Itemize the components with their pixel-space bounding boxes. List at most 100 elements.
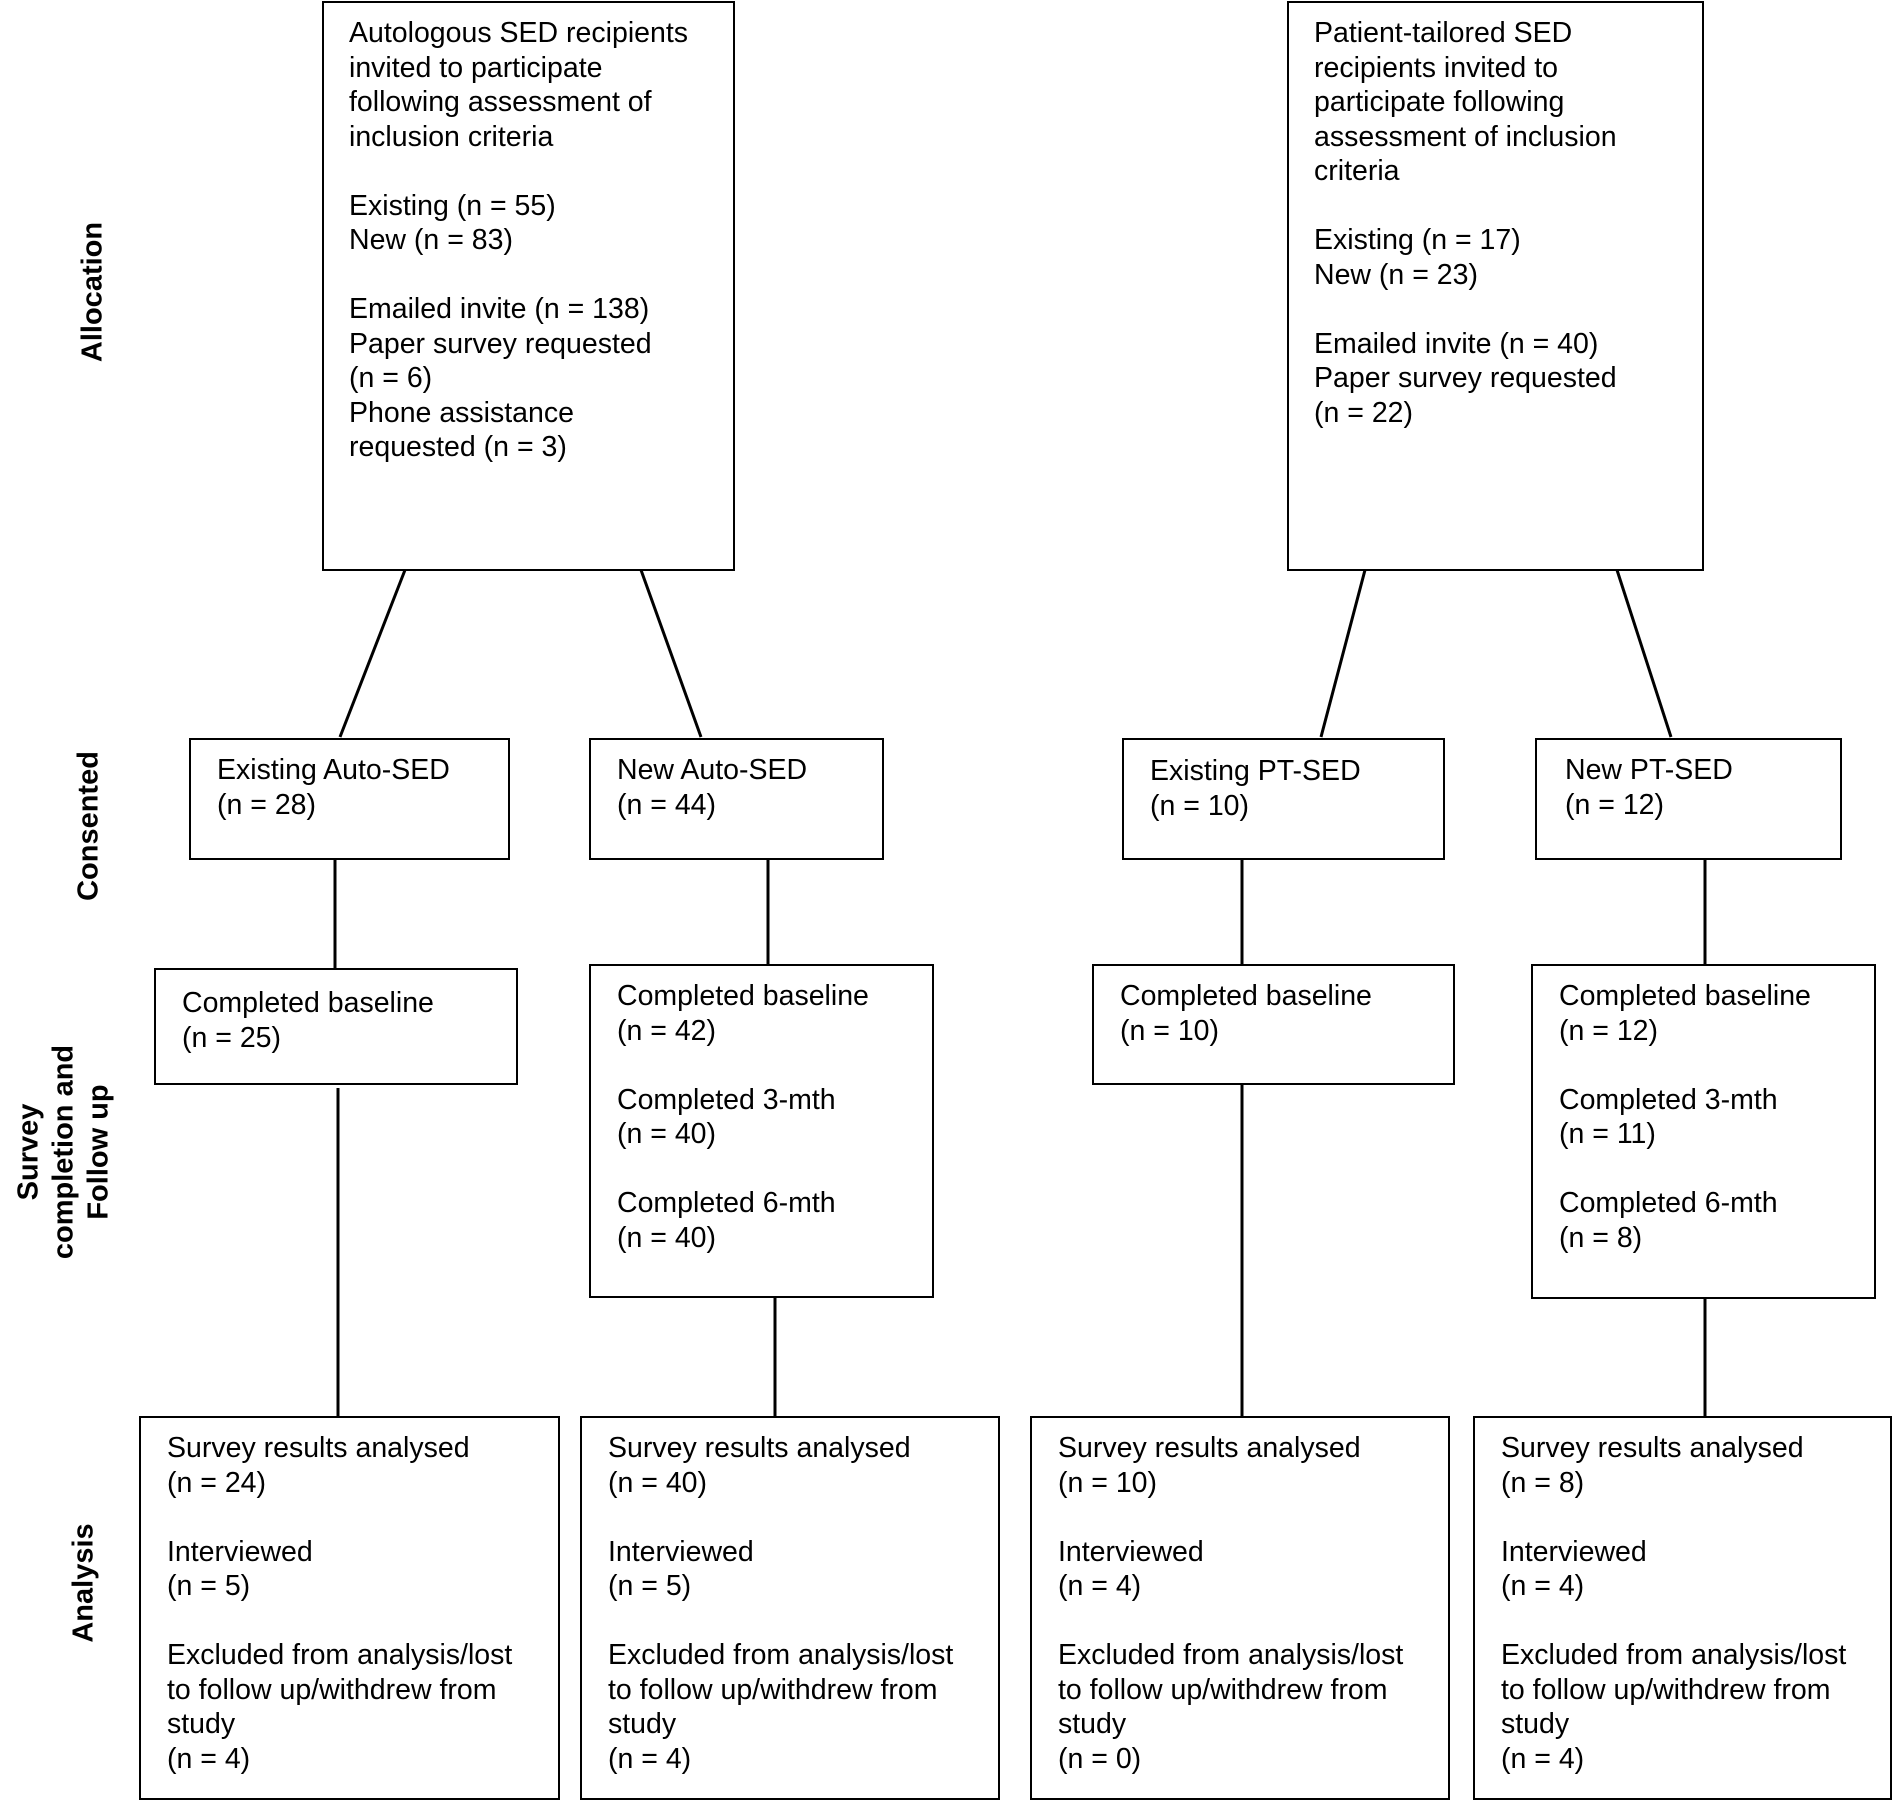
text-line: to follow up/withdrew from	[1058, 1673, 1388, 1706]
text-line: Excluded from analysis/lost	[167, 1639, 513, 1671]
text-paragraph: Emailed invite (n = 138)Paper survey req…	[349, 292, 733, 465]
stage-label-allocation: Allocation	[76, 222, 111, 362]
text-line: Survey results analysed	[1501, 1432, 1804, 1464]
text-line: (n = 6)	[349, 362, 433, 394]
text-paragraph: Completed baseline(n = 10)	[1120, 979, 1453, 1048]
analysis-box-new-pt-sed: Survey results analysed(n = 8)Interviewe…	[1473, 1416, 1892, 1800]
analysis-box-new-auto-sed: Survey results analysed(n = 40) Interview…	[580, 1416, 1000, 1800]
text-line: (n = 10)	[1150, 789, 1250, 822]
text-line: Existing (n = 17)	[1314, 224, 1521, 256]
text-line: Survey results analysed	[608, 1432, 911, 1464]
text-line: Autologous SED recipients	[349, 17, 689, 49]
text-line: recipients invited to	[1314, 51, 1558, 84]
text-paragraph: Completed 3-mth(n = 40)	[617, 1083, 932, 1152]
text-line: (n = 12)	[1559, 1014, 1659, 1047]
text-line: assessment of inclusion	[1314, 120, 1617, 153]
text-line: criteria	[1314, 155, 1400, 187]
text-line: (n = 8)	[1559, 1221, 1643, 1254]
consented-box-existing-auto-sed: Existing Auto-SED(n = 28)	[189, 738, 510, 860]
stage-label-line: completion and	[47, 1044, 80, 1260]
text-line: study	[1058, 1708, 1127, 1740]
stage-label-line: Follow up	[82, 1084, 115, 1220]
text-paragraph: Existing (n = 17)New (n = 23)	[1314, 223, 1702, 292]
text-line: (n = 4)	[608, 1742, 692, 1775]
text-line: (n = 11)	[1559, 1118, 1656, 1150]
text-line: study	[608, 1708, 677, 1740]
text-line: Completed baseline	[1120, 980, 1372, 1012]
stage-label-line: Survey	[12, 1103, 45, 1201]
text-line: Completed 3-mth	[617, 1083, 836, 1116]
analysis-box-existing-pt-sed: Survey results analysed(n = 10)Interview…	[1030, 1416, 1450, 1800]
text-paragraph: Interviewed(n = 5)	[167, 1535, 558, 1604]
text-line: Paper survey requested	[1314, 362, 1617, 394]
text-line: (n = 28)	[217, 788, 317, 821]
text-line: (n = 44)	[617, 788, 717, 821]
text-line: Completed baseline	[182, 987, 434, 1019]
survey-box-existing-auto-sed: Completed baseline(n = 25)	[154, 968, 518, 1085]
text-paragraph: Interviewed(n = 4)	[1058, 1535, 1448, 1604]
text-line: study	[167, 1708, 236, 1740]
text-line: following assessment of	[349, 86, 652, 118]
text-line: Completed baseline	[617, 980, 869, 1012]
text-line: (n = 42)	[617, 1014, 717, 1047]
text-line: Excluded from analysis/lost	[608, 1639, 954, 1671]
survey-box-new-auto-sed: Completed baseline(n = 42) Completed 3-mt…	[589, 964, 934, 1298]
text-line: Patient-tailored SED	[1314, 17, 1573, 49]
text-line: (n = 40)	[617, 1221, 717, 1254]
stage-label-analysis: Analysis	[67, 1523, 102, 1642]
text-line: Existing Auto-SED	[217, 754, 450, 786]
survey-box-new-pt-sed: Completed baseline(n = 12) Completed 3-mt…	[1531, 964, 1876, 1299]
text-line: (n = 25)	[182, 1021, 282, 1054]
text-line: Interviewed	[1058, 1535, 1204, 1568]
text-line: Completed baseline	[1559, 980, 1811, 1012]
text-paragraph: Existing Auto-SED(n = 28)	[217, 753, 508, 822]
text-line: Existing (n = 55)	[349, 189, 556, 222]
text-line: Interviewed	[1501, 1535, 1647, 1568]
text-paragraph: Emailed invite (n = 40)Paper survey requ…	[1314, 327, 1702, 431]
text-paragraph: Interviewed(n = 5)	[608, 1535, 998, 1604]
text-line: New PT-SED	[1565, 754, 1733, 786]
text-line: (n = 40)	[608, 1466, 708, 1499]
text-paragraph: Survey results analysed(n = 24)	[167, 1431, 558, 1500]
text-line: New (n = 23)	[1314, 258, 1478, 291]
text-paragraph: New PT-SED(n = 12)	[1565, 753, 1840, 822]
stage-label-line: Allocation	[76, 221, 109, 363]
text-paragraph: New Auto-SED(n = 44)	[617, 753, 882, 822]
text-line: (n = 12)	[1565, 788, 1665, 821]
text-line: Interviewed	[608, 1535, 754, 1568]
text-line: (n = 4)	[1501, 1742, 1585, 1775]
stage-label-line: Consented	[72, 751, 105, 901]
connector-pt-to-existing	[1319, 569, 1367, 738]
stage-label-line: Analysis	[67, 1523, 100, 1643]
text-line: study	[1501, 1708, 1570, 1740]
text-paragraph: Completed baseline(n = 42)	[617, 979, 932, 1048]
text-line: Completed 3-mth	[1559, 1083, 1778, 1116]
text-line: Excluded from analysis/lost	[1058, 1639, 1404, 1671]
text-line: to follow up/withdrew from	[167, 1673, 497, 1706]
text-paragraph: Existing PT-SED(n = 10)	[1150, 754, 1443, 823]
analysis-box-existing-auto-sed: Survey results analysed(n = 24) Interview…	[139, 1416, 560, 1800]
text-line: (n = 40)	[617, 1118, 717, 1150]
text-paragraph: Completed 6-mth(n = 8)	[1559, 1186, 1874, 1255]
text-line: to follow up/withdrew from	[608, 1673, 938, 1706]
consented-box-new-auto-sed: New Auto-SED(n = 44)	[589, 738, 884, 860]
text-line: (n = 4)	[1058, 1570, 1142, 1602]
text-line: Emailed invite (n = 40)	[1314, 327, 1599, 360]
connector-auto-to-existing	[338, 569, 407, 738]
text-paragraph: Interviewed(n = 4)	[1501, 1535, 1890, 1604]
text-paragraph: Completed baseline(n = 25)	[182, 986, 516, 1055]
text-line: Completed 6-mth	[617, 1187, 836, 1219]
text-line: (n = 4)	[167, 1742, 251, 1775]
text-line: invited to participate	[349, 51, 603, 84]
text-line: Phone assistance	[349, 396, 574, 429]
text-line: (n = 24)	[167, 1466, 267, 1499]
text-paragraph: Survey results analysed(n = 40)	[608, 1431, 998, 1500]
consented-box-new-pt-sed: New PT-SED(n = 12)	[1535, 738, 1842, 860]
